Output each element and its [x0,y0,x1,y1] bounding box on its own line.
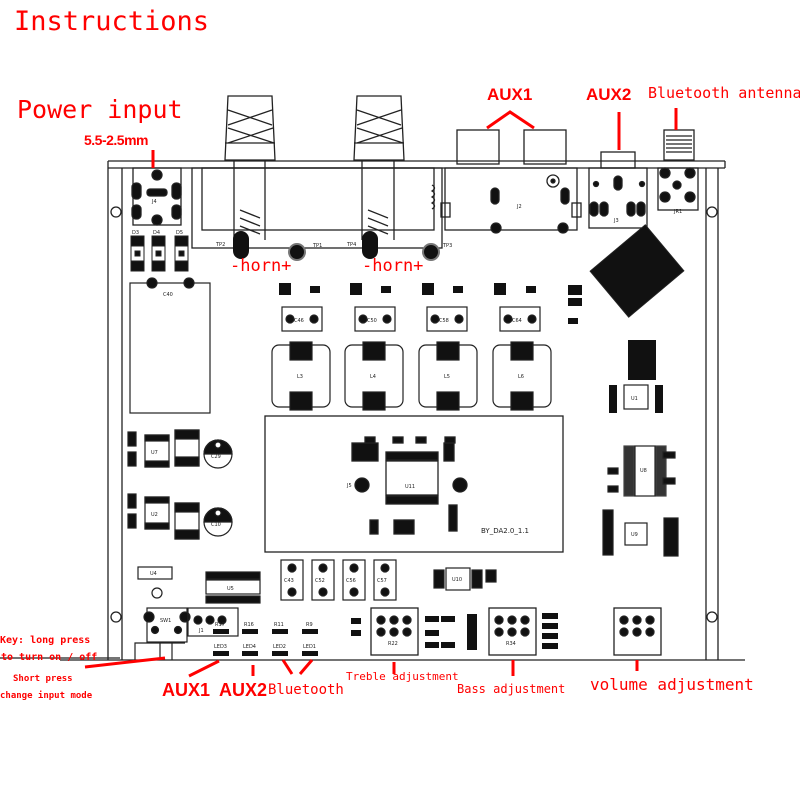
component-label: U4 [150,571,157,577]
film-caps [281,306,541,332]
bluetooth-antenna-label: Bluetooth antenna [648,84,800,102]
component-label: U1 [631,396,638,402]
aux2-jack [588,151,648,229]
power-section [127,429,261,604]
speaker-terminal-left [224,95,276,240]
component-label: U11 [405,484,415,490]
component-label: R11 [274,622,284,628]
component-label: LED3 [214,644,227,650]
component-label: L4 [370,374,376,380]
speaker-terminal-right [353,95,405,240]
right-ics [602,445,679,557]
small-caps [280,559,397,601]
power-size-label: 5.5-2.5mm [84,132,148,148]
component-label: C52 [315,578,325,584]
component-label: U8 [640,468,647,474]
power-jack [131,167,182,226]
component-label: U10 [452,577,462,583]
aux2-jack-label: AUX2 [586,85,632,104]
leds [213,629,318,656]
component-label: U9 [631,532,638,538]
svg-text:TP1: TP1 [312,243,322,249]
bluetooth-module-u3 [589,224,685,318]
component-label: C64 [512,318,522,324]
component-label: SW1 [160,618,171,624]
component-label: C29 [211,454,221,460]
key-note-line1: Key: long press [0,635,91,646]
component-label: C58 [439,318,449,324]
component-label: J2 [516,204,522,210]
bass-pot [488,607,537,656]
component-label: U5 [227,586,234,592]
component-label: LED2 [273,644,286,650]
component-label: D3 [132,230,139,236]
component-label: R9 [306,622,313,628]
component-label: C50 [367,318,377,324]
component-label: JR1 [673,209,682,215]
component-label: LED4 [243,644,256,650]
component-label: C10 [211,522,221,528]
component-label: R17 [215,622,225,628]
led-aux1-label: AUX1 [162,680,211,700]
horn-left-label: -horn+ [230,256,292,276]
component-label: LED1 [303,644,316,650]
key-note-line2: to turn on / off [1,652,98,663]
led-bluetooth-label: Bluetooth [268,682,344,698]
component-label: L5 [444,374,450,380]
component-labels: J4 D3 D4 D5 C40 J2 J3 JR1 C46 C50 C58 C6… [132,199,682,650]
svg-text:TP2: TP2 [215,242,225,248]
svg-text:TP4: TP4 [346,242,356,248]
component-label: L6 [518,374,524,380]
aux1-jack-label: AUX1 [487,85,533,104]
aux1-jack [440,129,582,234]
horn-right-label: -horn+ [362,256,424,276]
component-label: D5 [176,230,183,236]
annotation-leaders [84,108,678,678]
test-points [233,231,440,261]
component-label: J1 [198,628,204,634]
treble-pot [370,607,419,656]
diodes [130,235,189,272]
component-label: J3 [613,218,619,224]
volume-pot [613,607,662,656]
component-label: R22 [388,641,398,647]
speaker-terminals [191,95,443,249]
component-label: C43 [284,578,294,584]
u10-area [433,567,497,591]
component-label: R34 [506,641,516,647]
bass-adjustment-label: Bass adjustment [457,682,566,696]
component-label: U2 [151,512,158,518]
board-version-label: BY_DA2.0_1.1 [481,527,530,535]
antenna-connector [657,129,699,211]
capacitor-c40 [129,277,211,414]
component-label: C46 [294,318,304,324]
component-label: C56 [346,578,356,584]
component-label: R16 [244,622,254,628]
smd-pot-area [351,613,558,650]
label-j4: J4 [151,199,157,205]
switch-sw1 [134,607,239,660]
page-title: Instructions [14,6,210,37]
short-press-line2: change input mode [0,691,93,701]
component-label: L3 [297,374,303,380]
short-press-line1: Short press [13,674,73,684]
smd-right-cluster [568,285,663,413]
component-label: J5 [346,483,352,489]
power-input-label: Power input [17,95,183,124]
component-label: D4 [153,230,160,236]
potentiometers [370,607,662,656]
inductors [271,341,552,411]
volume-adjustment-label: volume adjustment [590,675,754,694]
component-label: C57 [377,578,387,584]
amp-section [264,415,564,553]
component-label: C40 [163,292,173,298]
svg-text:TP3: TP3 [442,243,452,249]
treble-adjustment-label: Treble adjustment [346,670,459,683]
smd-parts-top [279,283,536,295]
component-label: U7 [151,450,158,456]
led-aux2-label: AUX2 [219,680,268,700]
